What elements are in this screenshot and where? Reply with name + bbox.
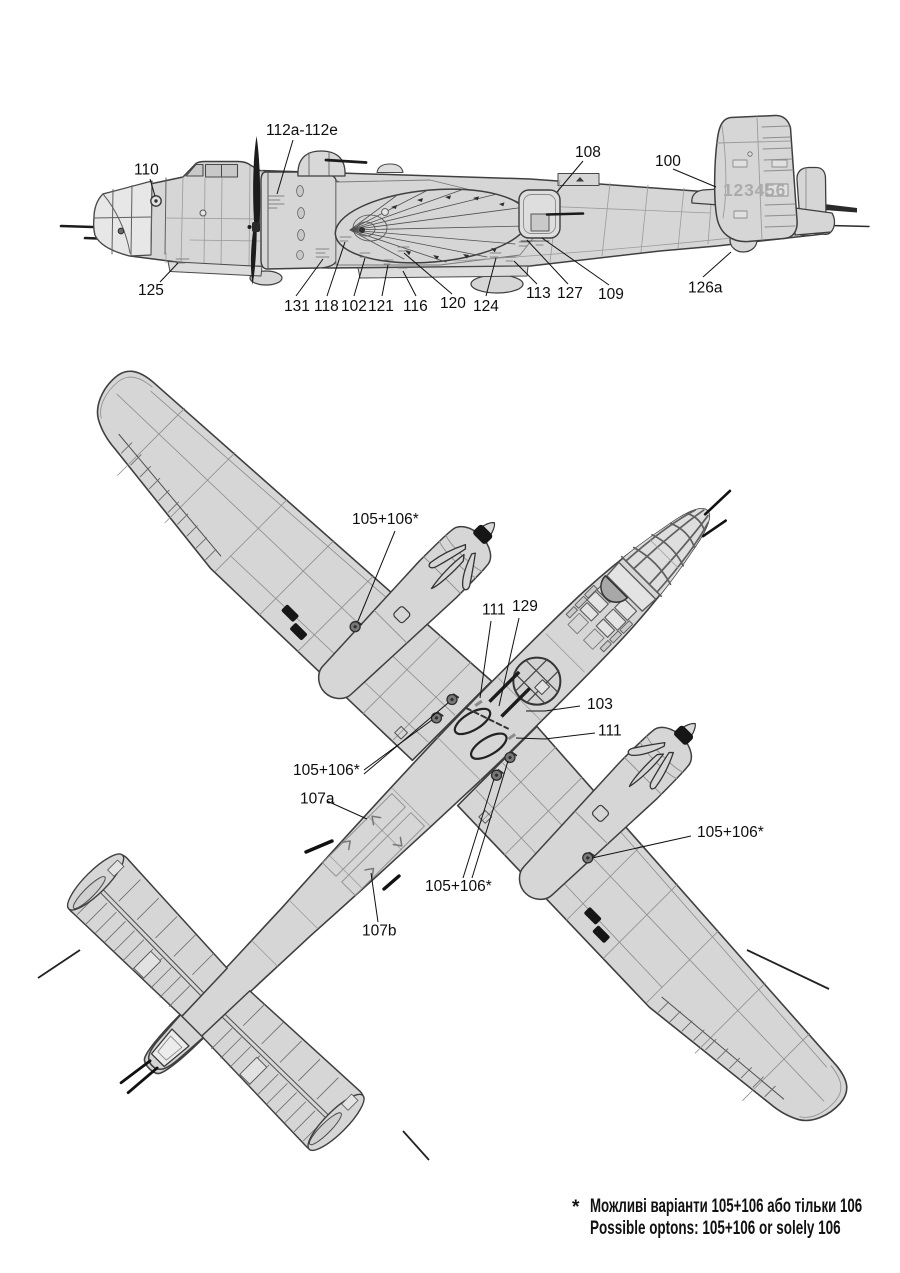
svg-text:105+106*: 105+106* <box>425 878 492 895</box>
svg-text:107a: 107a <box>300 791 335 808</box>
svg-text:108: 108 <box>575 144 601 161</box>
svg-text:105+106*: 105+106* <box>697 824 764 841</box>
svg-text:113: 113 <box>526 285 551 302</box>
svg-text:102: 102 <box>341 298 367 315</box>
svg-text:111: 111 <box>482 602 506 619</box>
svg-text:111: 111 <box>598 723 622 740</box>
svg-text:127: 127 <box>557 285 583 302</box>
svg-text:118: 118 <box>314 298 339 315</box>
svg-text:109: 109 <box>598 286 624 303</box>
svg-text:121: 121 <box>368 298 394 315</box>
svg-text:105+106*: 105+106* <box>293 762 360 779</box>
svg-text:107b: 107b <box>362 923 396 940</box>
svg-text:Можливі варіанти 105+106 або т: Можливі варіанти 105+106 або тільки 106 <box>590 1196 862 1217</box>
svg-text:*: * <box>572 1197 580 1218</box>
svg-text:100: 100 <box>655 153 681 170</box>
svg-text:123456: 123456 <box>723 180 786 200</box>
svg-text:Possible optons: 105+106 or so: Possible optons: 105+106 or solely 106 <box>590 1218 841 1239</box>
svg-text:116: 116 <box>403 298 428 315</box>
svg-text:110: 110 <box>134 162 159 179</box>
svg-text:120: 120 <box>440 295 466 312</box>
svg-text:105+106*: 105+106* <box>352 511 419 528</box>
svg-text:103: 103 <box>587 696 613 713</box>
svg-text:125: 125 <box>138 282 164 299</box>
svg-text:112a-112e: 112a-112e <box>266 122 338 139</box>
svg-text:126a: 126a <box>688 280 723 297</box>
svg-text:129: 129 <box>512 598 538 615</box>
svg-text:124: 124 <box>473 298 499 315</box>
svg-text:131: 131 <box>284 298 310 315</box>
